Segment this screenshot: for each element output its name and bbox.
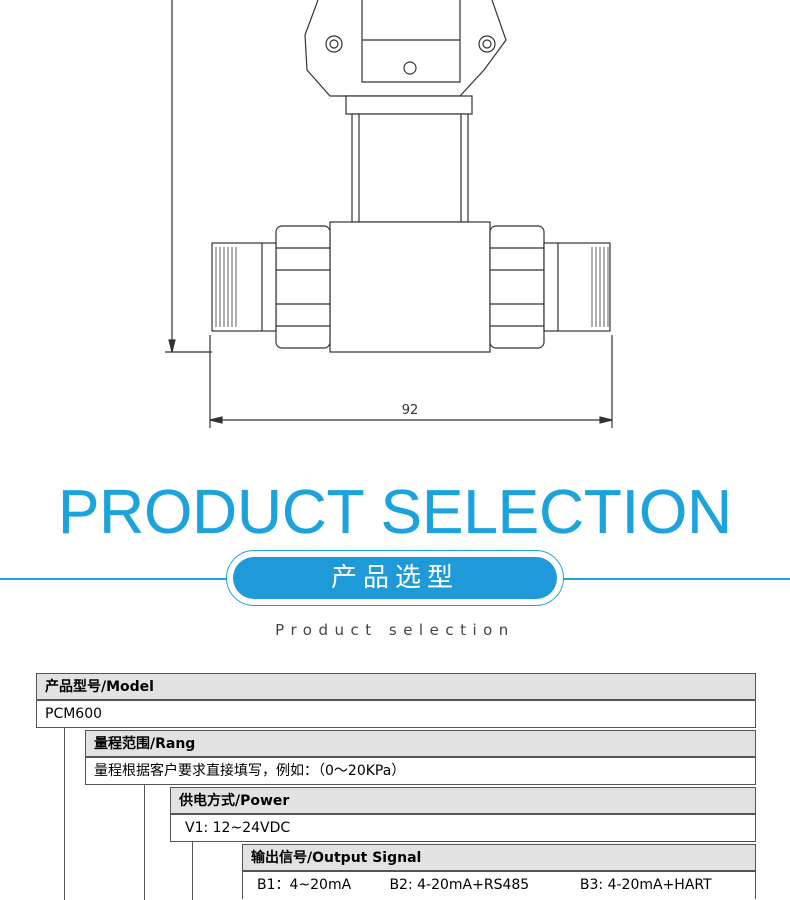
range-header: 量程范围/Rang (85, 730, 756, 757)
output-option-b1: B1：4~20mA (257, 877, 352, 893)
model-header: 产品型号/Model (36, 673, 756, 700)
output-header: 输出信号/Output Signal (242, 844, 756, 871)
sensor-technical-drawing: 92 (165, 0, 613, 428)
tree-line-2 (144, 785, 145, 900)
section-title: PRODUCT SELECTION (57, 478, 733, 547)
power-value: V1: 12~24VDC (170, 814, 756, 842)
power-header: 供电方式/Power (170, 787, 756, 814)
output-option-b2: B2: 4-20mA+RS485 (389, 877, 530, 893)
output-option-b3: B3: 4-20mA+HART (579, 877, 712, 893)
section-badge: 产品选型 (233, 557, 557, 599)
tree-line-3 (192, 842, 193, 900)
output-options: B1：4~20mA B2: 4-20mA+RS485 B3: 4-20mA+HA… (242, 871, 756, 899)
section-subtitle: Product selection (275, 621, 515, 639)
tree-line-1 (64, 728, 65, 900)
dimension-label: 92 (402, 403, 419, 418)
model-value: PCM600 (36, 700, 756, 728)
range-value: 量程根据客户要求直接填写，例如：（0～20KPa） (85, 757, 756, 785)
